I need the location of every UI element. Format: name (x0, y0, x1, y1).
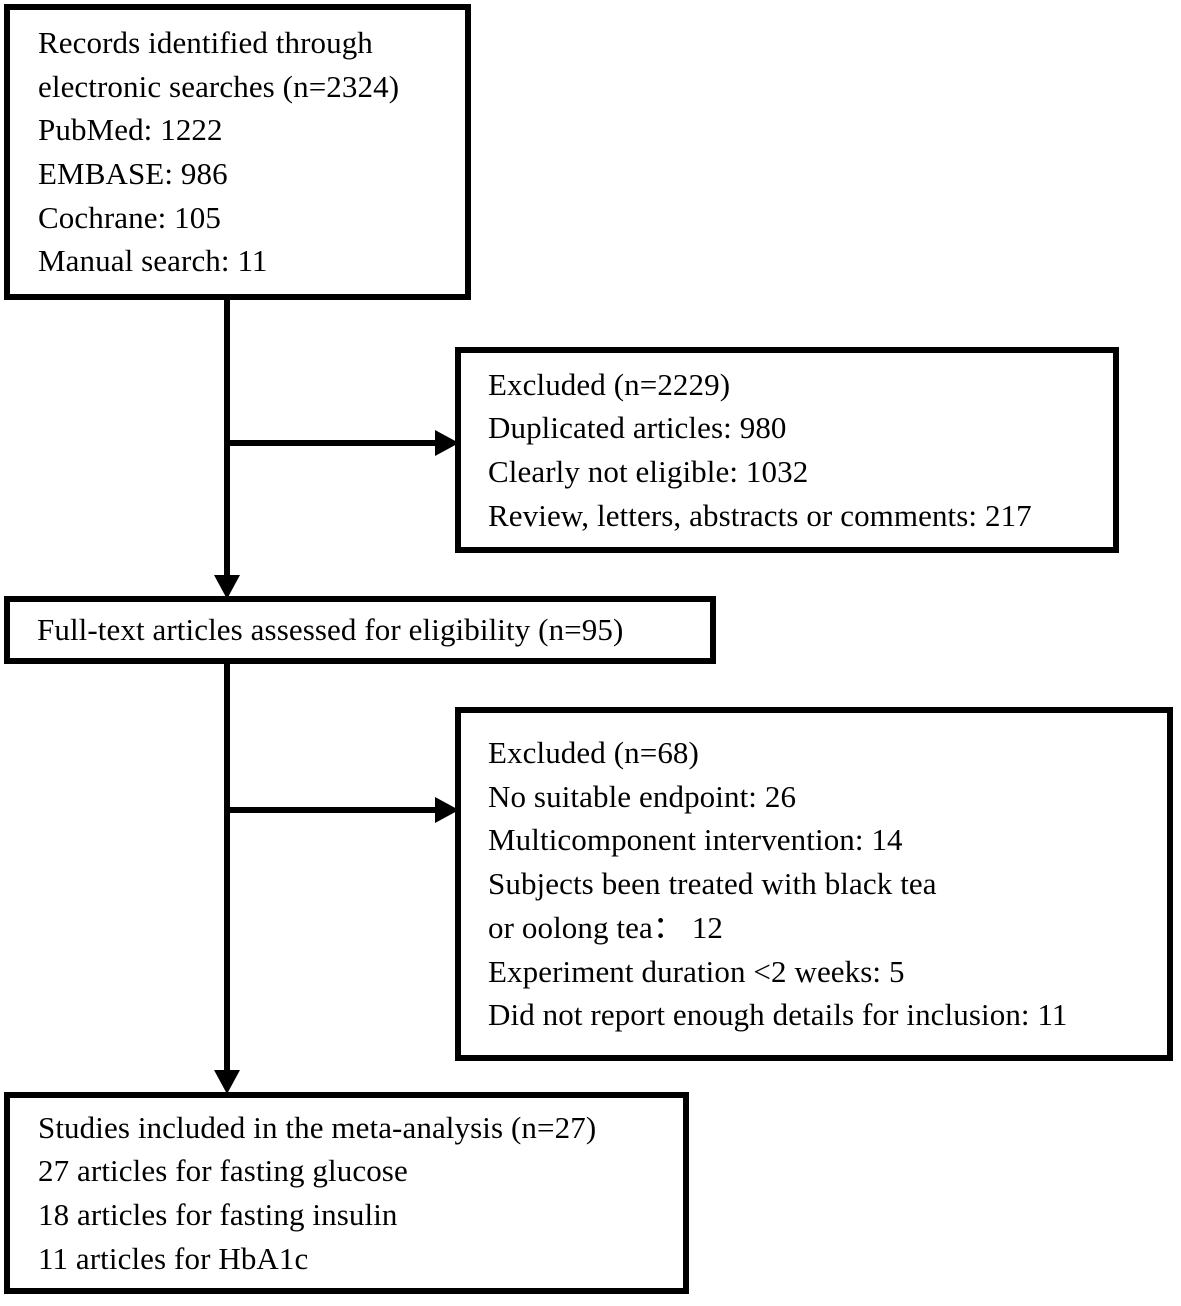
connector-fulltext-to-included-line (224, 664, 230, 1075)
node-excluded-eligibility: Excluded (n=68) No suitable endpoint: 26… (455, 707, 1173, 1061)
node-line: Subjects been treated with black tea (488, 866, 937, 902)
node-line: 11 articles for HbA1c (38, 1240, 309, 1276)
connector-fulltext-to-excluded-eligibility-line (227, 807, 441, 813)
arrow-down-icon (214, 575, 240, 599)
node-line: Manual search: 11 (38, 243, 268, 279)
node-excluded-screening: Excluded (n=2229) Duplicated articles: 9… (455, 347, 1119, 553)
node-line: Excluded (n=2229) (488, 366, 731, 402)
node-full-text-assessed: Full-text articles assessed for eligibil… (4, 596, 716, 664)
node-line: No suitable endpoint: 26 (488, 778, 797, 814)
node-line: Experiment duration <2 weeks: 5 (488, 953, 905, 989)
node-line: Cochrane: 105 (38, 199, 221, 235)
arrow-right-icon (435, 797, 459, 823)
node-line: Clearly not eligible: 1032 (488, 454, 809, 489)
node-line: Duplicated articles: 980 (488, 410, 787, 446)
node-records-identified: Records identified through electronic se… (4, 4, 471, 300)
node-line: Did not report enough details for inclus… (488, 997, 1068, 1033)
node-line: Full-text articles assessed for eligibil… (37, 612, 624, 648)
node-studies-included: Studies included in the meta-analysis (n… (4, 1092, 689, 1294)
node-line: Multicomponent intervention: 14 (488, 822, 903, 858)
node-line: 27 articles for fasting glucose (38, 1153, 408, 1189)
node-line: EMBASE: 986 (38, 156, 228, 191)
node-line: 18 articles for fasting insulin (38, 1197, 398, 1232)
node-line: Excluded (n=68) (488, 735, 699, 771)
arrow-down-icon (214, 1070, 240, 1094)
node-line: Studies included in the meta-analysis (n… (38, 1109, 597, 1145)
node-line: or oolong tea： 12 (488, 909, 724, 945)
arrow-right-icon (435, 430, 459, 456)
connector-identified-to-excluded-screening-line (227, 440, 441, 446)
node-line: Records identified through (38, 24, 373, 60)
node-line: PubMed: 1222 (38, 112, 223, 148)
node-line: Review, letters, abstracts or comments: … (488, 497, 1032, 533)
node-line: electronic searches (n=2324) (38, 68, 400, 104)
